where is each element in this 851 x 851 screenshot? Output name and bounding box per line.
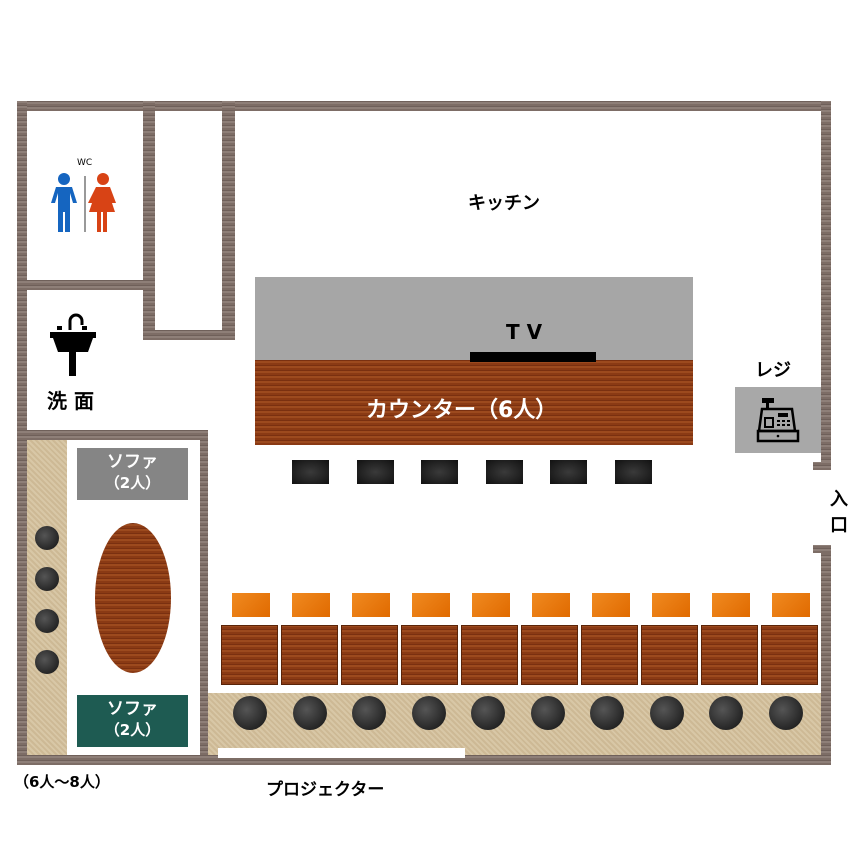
sink-wall <box>17 430 208 440</box>
counter-stool[interactable] <box>292 460 329 484</box>
sofa-name: ソファ <box>107 452 158 472</box>
round-stool[interactable] <box>35 650 59 674</box>
table[interactable] <box>521 625 578 685</box>
corridor-wall-left <box>143 101 155 340</box>
outer-wall-right-lower <box>821 546 831 765</box>
sofa-capacity: （2人） <box>104 721 161 739</box>
counter-stool[interactable] <box>615 460 652 484</box>
sink-icon <box>50 313 96 376</box>
counter <box>255 360 693 445</box>
counter-stool[interactable] <box>356 460 394 484</box>
round-stool[interactable] <box>292 696 327 730</box>
table-seat[interactable] <box>532 593 570 617</box>
sofa-capacity: （2人） <box>104 474 161 492</box>
round-stool[interactable] <box>233 696 267 730</box>
tv-label: T V <box>506 320 543 344</box>
door-jamb-bottom <box>813 545 831 553</box>
counter-stool[interactable] <box>485 460 523 484</box>
table-seat[interactable] <box>592 593 630 617</box>
table-seat[interactable] <box>652 593 690 617</box>
outer-wall-right-upper <box>821 101 831 469</box>
entrance-label[interactable]: 入口 <box>830 489 848 536</box>
restroom-icon <box>51 173 116 232</box>
sofa-room-wall <box>200 440 208 755</box>
round-stool[interactable] <box>649 696 684 730</box>
projector-label: プロジェクター <box>266 780 385 800</box>
table[interactable] <box>761 625 818 685</box>
table[interactable] <box>701 625 758 685</box>
corridor-wall-right <box>222 101 235 340</box>
counter-label: カウンター（6人） <box>366 398 558 423</box>
round-stool[interactable] <box>768 696 803 730</box>
table-seat[interactable] <box>772 593 810 617</box>
sofa-bottom: ソファ （2人） <box>77 695 188 747</box>
table-seat[interactable] <box>412 593 450 617</box>
wc-label: WC <box>77 158 93 168</box>
counter-stool[interactable] <box>550 460 588 484</box>
tv <box>470 352 596 362</box>
round-stool[interactable] <box>590 696 624 730</box>
sink-label: 洗 面 <box>47 389 94 413</box>
table[interactable] <box>641 625 698 685</box>
round-stool[interactable] <box>352 696 386 730</box>
counter-back <box>255 277 693 360</box>
table-seat[interactable] <box>352 593 390 617</box>
table[interactable] <box>581 625 638 685</box>
counter-stool[interactable] <box>421 460 459 484</box>
cash-register-icon <box>756 398 800 443</box>
group-capacity-label: （6人～8人） <box>14 773 110 791</box>
outer-wall-top <box>17 101 831 111</box>
round-stool[interactable] <box>709 696 743 730</box>
kitchen-label: キッチン <box>468 193 540 214</box>
table-seat[interactable] <box>232 593 270 617</box>
corridor-wall-bottom <box>143 330 235 340</box>
table-seat[interactable] <box>292 593 330 617</box>
table[interactable] <box>221 625 278 685</box>
round-stool[interactable] <box>411 696 446 730</box>
sofa-top: ソファ （2人） <box>77 448 188 500</box>
wc-wall <box>17 280 147 290</box>
table-seat[interactable] <box>472 593 510 617</box>
table[interactable] <box>401 625 458 685</box>
register-label: レジ <box>755 360 791 381</box>
table[interactable] <box>461 625 518 685</box>
outer-wall-bottom <box>17 755 831 765</box>
table[interactable] <box>281 625 338 685</box>
round-stool[interactable] <box>471 696 505 730</box>
table[interactable] <box>341 625 398 685</box>
round-stool[interactable] <box>35 526 59 550</box>
door-jamb-top <box>813 462 831 470</box>
table-seat[interactable] <box>712 593 750 617</box>
sofa-name: ソファ <box>107 699 158 719</box>
round-stool[interactable] <box>35 567 59 591</box>
projector-screen <box>218 748 465 758</box>
oval-table <box>95 523 171 673</box>
round-stool[interactable] <box>530 696 565 730</box>
round-stool[interactable] <box>35 609 59 633</box>
bench-left <box>27 440 67 755</box>
